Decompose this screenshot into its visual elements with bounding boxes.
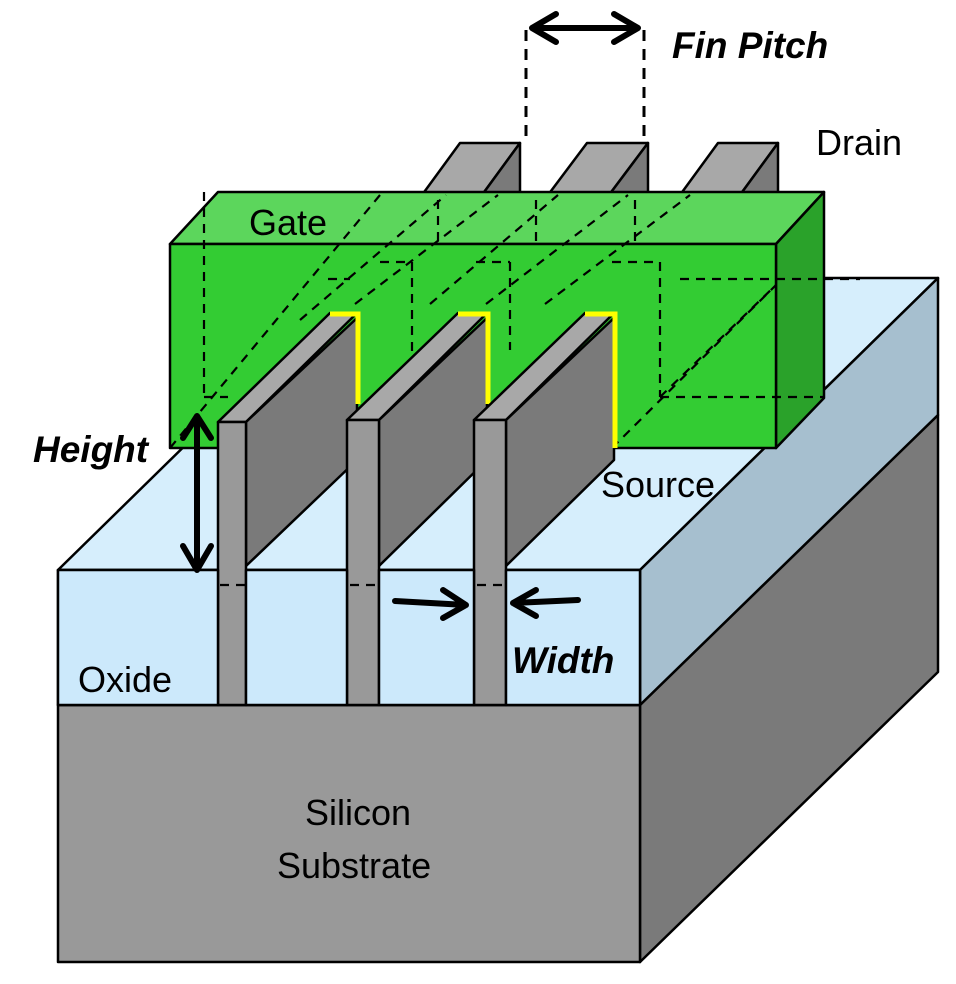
oxide-label: Oxide [78,659,172,700]
double-arrow-icon [180,413,214,573]
fin-pitch-dimension [524,11,646,143]
double-arrow-icon [529,11,641,45]
fin-2-back [546,141,650,197]
arrow-left-icon [510,587,581,619]
arrow-right-icon [392,587,469,621]
fins-drain-side [420,141,780,197]
fin-pitch-label: Fin Pitch [672,25,828,66]
fin-1-back [420,141,522,197]
channel-highlight-1 [330,311,361,404]
drain-label: Drain [816,122,902,163]
substrate-label-line2: Substrate [277,845,431,886]
fin-3 [472,311,618,707]
channel-highlight-3 [585,311,618,448]
gate-label: Gate [249,202,327,243]
width-label: Width [512,640,614,681]
hidden-edges [169,192,860,587]
source-label: Source [601,464,715,505]
height-label: Height [33,429,150,470]
channel-highlight-2 [458,311,491,404]
width-dimension [392,587,581,621]
fin-2 [345,311,491,707]
substrate-label-line1: Silicon [305,792,411,833]
height-dimension [180,413,214,573]
fin-3-back [678,141,780,197]
silicon-substrate [56,413,940,964]
substrate-front-face [56,703,642,964]
fins-source-side [216,311,618,707]
